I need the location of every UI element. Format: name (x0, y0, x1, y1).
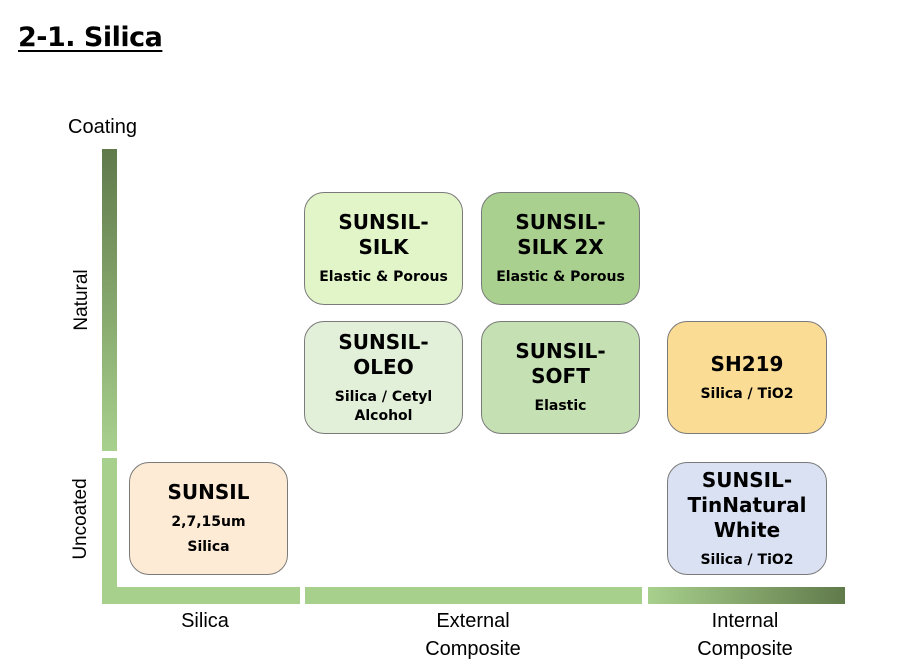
product-name: SUNSIL- (338, 329, 429, 354)
product-sunsil-silk: SUNSIL- SILK Elastic & Porous (304, 192, 463, 305)
product-sunsil-soft: SUNSIL- SOFT Elastic (481, 321, 640, 434)
product-desc: Silica / Cetyl (334, 388, 433, 405)
product-name: SUNSIL (167, 480, 250, 504)
x-axis-bar-silica (102, 587, 300, 604)
product-desc: 2,7,15um (171, 514, 246, 530)
product-desc: Elastic (534, 398, 587, 414)
product-name: SUNSIL- (515, 339, 606, 363)
x-label-external-composite: External Composite (388, 607, 558, 663)
product-desc: Silica / TiO2 (700, 385, 794, 402)
x-label-line: Composite (425, 638, 521, 660)
x-axis-bar-internal (648, 587, 845, 604)
product-name: TinNatural (687, 492, 807, 517)
page-title: 2-1. Silica (18, 22, 163, 53)
y-axis-bar-natural (102, 149, 117, 451)
product-desc: Elastic & Porous (319, 269, 448, 285)
x-label-internal-composite: Internal Composite (660, 607, 830, 663)
x-label-line: Silica (181, 610, 229, 632)
x-label-line: Internal (711, 610, 779, 632)
x-axis-bar-external (305, 587, 642, 604)
x-label-line: External (436, 610, 510, 632)
y-axis-title: Coating (68, 116, 137, 138)
product-desc: Elastic & Porous (496, 269, 625, 285)
product-name: White (713, 517, 781, 542)
product-sh219: SH219 Silica / TiO2 (667, 321, 827, 434)
product-name: SOFT (531, 364, 590, 388)
product-name: SILK (358, 235, 409, 259)
product-sunsil-silk-2x: SUNSIL- SILK 2X Elastic & Porous (481, 192, 640, 305)
product-sunsil-tinnatural-white: SUNSIL- TinNatural White Silica / TiO2 (667, 462, 827, 575)
product-name: SUNSIL- (701, 467, 793, 492)
product-desc: Silica / TiO2 (700, 551, 794, 568)
product-name: SUNSIL- (515, 210, 606, 234)
product-sunsil-oleo: SUNSIL- OLEO Silica / Cetyl Alcohol (304, 321, 463, 434)
x-label-line: Composite (697, 638, 793, 660)
y-label-natural: Natural (71, 269, 92, 331)
product-name: OLEO (353, 354, 414, 379)
product-desc: Silica (187, 539, 230, 555)
y-axis-bar-uncoated (102, 458, 117, 604)
product-name: SH219 (710, 351, 784, 376)
product-desc: Alcohol (354, 407, 413, 424)
y-label-uncoated: Uncoated (70, 478, 91, 560)
product-name: SILK 2X (517, 235, 604, 259)
product-name: SUNSIL- (338, 210, 429, 234)
product-sunsil: SUNSIL 2,7,15um Silica (129, 462, 288, 575)
x-label-silica: Silica (120, 607, 290, 635)
